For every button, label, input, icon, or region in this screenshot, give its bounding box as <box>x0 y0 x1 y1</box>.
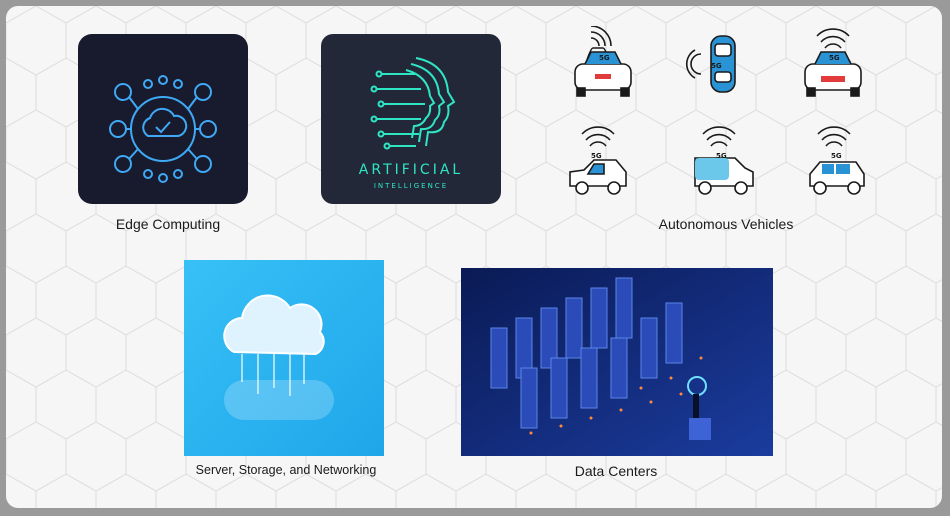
vehicles-icon-grid: 5G 5G 5G 5G 5G 5G <box>569 25 865 195</box>
ai-tile: ARTIFICIAL INTELLIGENCE <box>321 34 501 204</box>
graphic-frame: Edge Computing ARTIFICIAL INTELLIGENCE <box>6 6 942 508</box>
data-centers-tile <box>461 268 773 456</box>
ai-title: ARTIFICIAL <box>358 162 464 178</box>
badge-5g: 5G <box>711 62 722 70</box>
ai-subtitle: INTELLIGENCE <box>373 182 449 190</box>
badge-5g: 5G <box>591 152 602 160</box>
caption-server-storage-networking: Server, Storage, and Networking <box>195 463 377 477</box>
caption-data-centers: Data Centers <box>574 463 658 479</box>
badge-5g: 5G <box>716 152 727 160</box>
badge-5g: 5G <box>599 54 610 62</box>
edge-computing-tile <box>78 34 248 204</box>
badge-5g: 5G <box>831 152 842 160</box>
ai-head-icon <box>321 34 501 204</box>
badge-5g: 5G <box>829 54 840 62</box>
caption-edge-computing: Edge Computing <box>115 216 221 232</box>
server-storage-networking-tile <box>184 260 384 456</box>
edge-computing-icon <box>78 34 248 204</box>
autonomous-vehicles-illustration: 5G 5G 5G 5G 5G 5G <box>561 25 881 216</box>
data-center-servers-icon <box>461 268 773 456</box>
caption-autonomous-vehicles: Autonomous Vehicles <box>658 216 794 232</box>
cloud-network-map-icon <box>184 260 384 456</box>
